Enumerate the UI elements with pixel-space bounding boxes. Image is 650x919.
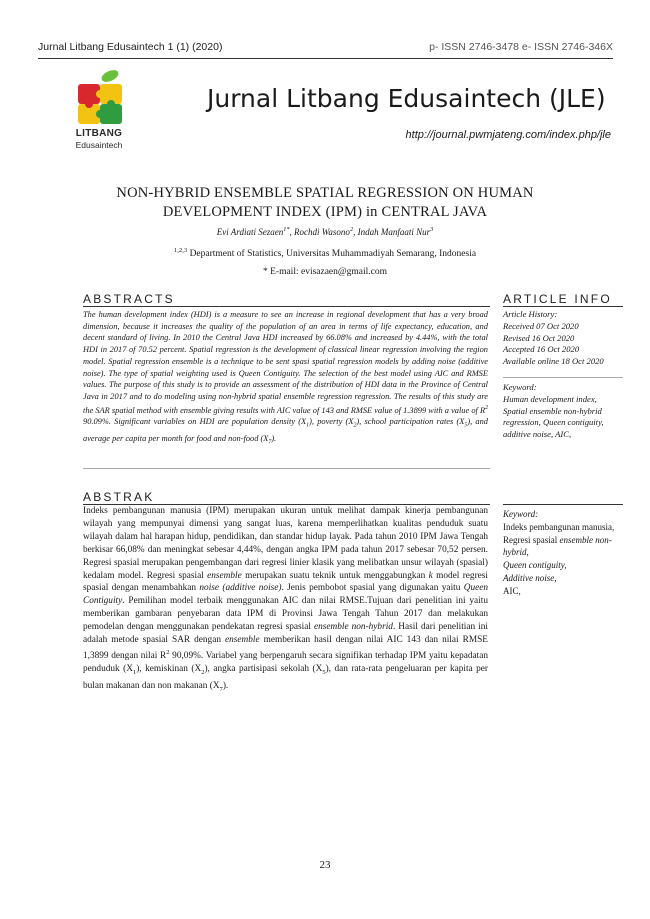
kata-kunci-4: Additive noise, <box>503 572 557 583</box>
puzzle-yellow-2 <box>78 104 100 124</box>
abstracts-heading: ABSTRACTS <box>83 292 175 306</box>
title-line-2: DEVELOPMENT INDEX (IPM) in CENTRAL JAVA <box>162 204 488 220</box>
abstrak-heading: ABSTRAK <box>83 490 155 504</box>
abstract-end-rule <box>83 468 490 469</box>
journal-url[interactable]: http://journal.pwmjateng.com/index.php/j… <box>405 129 611 141</box>
keywords-en: Keyword: Human development index, Spatia… <box>503 382 623 441</box>
journal-issue: Jurnal Litbang Edusaintech 1 (1) (2020) <box>38 41 223 53</box>
leaf-icon <box>101 70 119 82</box>
article-info-rule <box>503 306 623 307</box>
header-divider <box>38 58 613 59</box>
info-divider <box>503 377 623 378</box>
kata-kunci-2: Regresi spasial ensemble non-hybrid, <box>503 534 612 558</box>
kata-kunci-3: Queen contiguity, <box>503 560 567 571</box>
revised-date: Revised 16 Oct 2020 <box>503 332 575 343</box>
available-date: Available online 18 Oct 2020 <box>503 356 604 367</box>
journal-logo <box>78 70 122 124</box>
affiliation: 1,2,3 Department of Statistics, Universi… <box>173 247 477 260</box>
kata-kunci-1: Indeks pembangunan manusia, <box>503 521 615 532</box>
article-info-heading: ARTICLE INFO <box>503 292 612 306</box>
history-label: Article History: <box>503 309 558 319</box>
issn: p- ISSN 2746-3478 e- ISSN 2746-346X <box>429 41 613 53</box>
keyword-list: Human development index, Spatial ensembl… <box>503 393 604 440</box>
abstracts-rule <box>83 306 490 307</box>
title-line-1: NON-HYBRID ENSEMBLE SPATIAL REGRESSION O… <box>116 185 534 201</box>
author-email: * E-mail: evisazaen@gmail.com <box>262 267 388 277</box>
puzzle-red <box>78 84 100 104</box>
abstract-indonesian: Indeks pembangunan manusia (IPM) merupak… <box>83 506 488 693</box>
article-title: NON-HYBRID ENSEMBLE SPATIAL REGRESSION O… <box>60 184 590 222</box>
abstrak-rule <box>83 504 490 505</box>
article-history: Article History: Received 07 Oct 2020 Re… <box>503 309 623 368</box>
logo-text-edusaintech: Edusaintech <box>75 140 123 150</box>
puzzle-yellow <box>100 84 122 104</box>
kata-kunci-rule <box>503 504 623 505</box>
puzzle-green <box>100 104 122 124</box>
kata-kunci-5: AIC, <box>503 585 521 596</box>
logo-text-litbang: LITBANG <box>75 128 123 139</box>
keywords-id: Keyword: Indeks pembangunan manusia, Reg… <box>503 508 623 598</box>
accepted-date: Accepted 16 Oct 2020 <box>503 344 580 355</box>
journal-title: Jurnal Litbang Edusaintech (JLE) <box>207 84 606 113</box>
keyword-label: Keyword: <box>503 382 537 392</box>
abstract-english: The human development index (HDI) is a m… <box>83 310 488 446</box>
page-number: 23 <box>319 859 331 871</box>
kata-kunci-label: Keyword: <box>503 509 539 519</box>
received-date: Received 07 Oct 2020 <box>503 320 579 331</box>
authors: Evi Ardiati Sezaen1*, Rochdi Wasono2, In… <box>216 226 434 237</box>
